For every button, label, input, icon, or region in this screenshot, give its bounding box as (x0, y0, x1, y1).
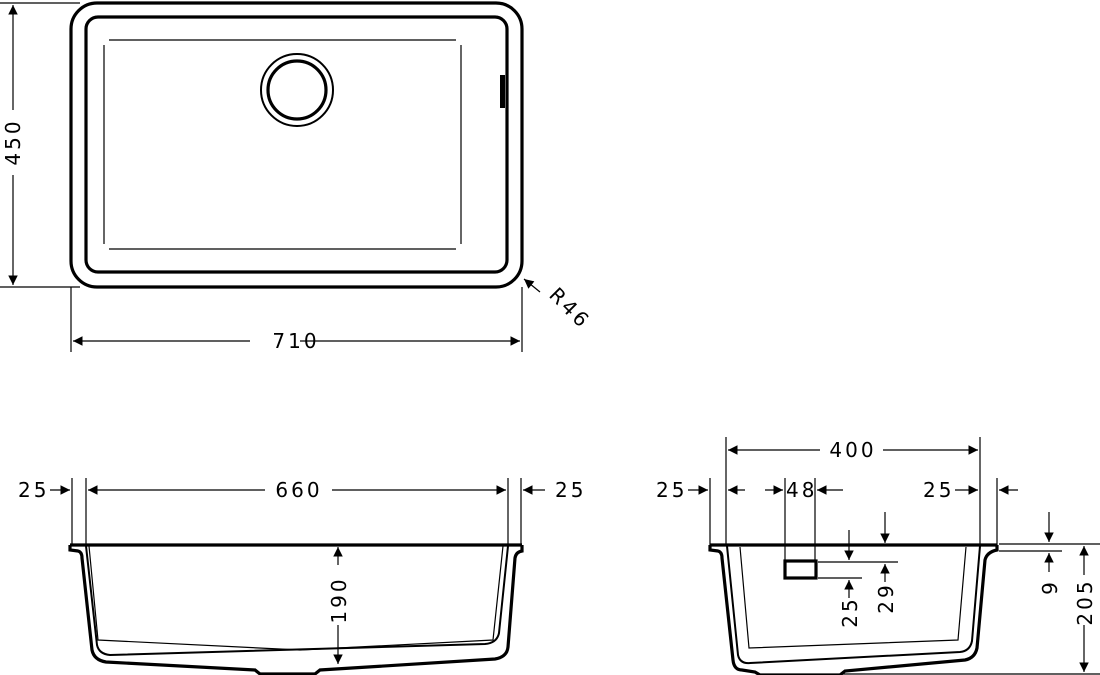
overflow-box (783, 559, 818, 580)
sink-inner-edge (84, 15, 509, 274)
side-section-view: 400 25 48 25 25 29 9 205 (656, 437, 1100, 675)
dim-overflow-offset-25: 25 (838, 596, 862, 627)
dim-rim-thickness-9: 9 (1038, 579, 1062, 595)
bowl-outer-profile (708, 545, 999, 675)
bowl-inner-profile (85, 545, 509, 657)
dim-depth-450: 450 (1, 118, 25, 165)
bowl-inner-profile (726, 545, 981, 665)
overflow-slot (500, 75, 505, 108)
dim-width-710: 710 (272, 329, 319, 353)
dim-side-inner-400: 400 (829, 438, 876, 462)
dim-front-inner-660: 660 (275, 478, 322, 502)
bowl-floor-line (739, 546, 967, 649)
dim-front-right-rim-25: 25 (555, 478, 586, 502)
drain-inner-ring (266, 59, 328, 121)
dim-side-right-rim-25: 25 (923, 478, 954, 502)
front-section-view: 25 660 25 190 (18, 478, 586, 675)
dim-side-overflow-48: 48 (786, 478, 817, 502)
sink-outer-rim (69, 1, 524, 289)
dim-side-left-rim-25: 25 (656, 478, 687, 502)
top-view: 450 710 R46 (0, 1, 596, 353)
dim-front-left-rim-25: 25 (18, 478, 49, 502)
bowl-floor-line (88, 545, 504, 651)
dim-total-height-205: 205 (1073, 578, 1097, 625)
dim-overflow-offset-29: 29 (874, 582, 898, 613)
bowl-outer-profile (68, 545, 524, 675)
dim-front-depth-190: 190 (327, 576, 351, 623)
dim-radius-r46: R46 (544, 283, 595, 334)
drain-outer-ring (260, 53, 334, 127)
radius-leader (523, 278, 541, 293)
